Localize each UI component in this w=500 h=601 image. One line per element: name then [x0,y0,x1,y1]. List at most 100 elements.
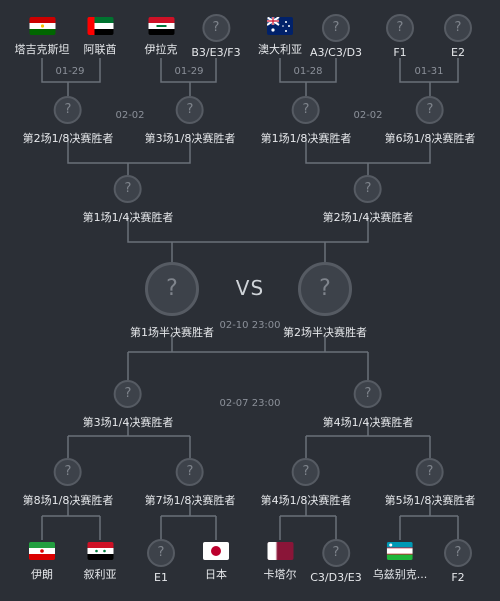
slot-label: 第1场1/4决赛胜者 [82,211,174,224]
final-date: 02-10 23:00 [219,320,281,331]
vs-label: VS [235,276,265,300]
qf-winner-slot[interactable]: ? 第1场1/4决赛胜者 [82,175,174,225]
slot-label: 第2场1/8决赛胜者 [22,132,114,145]
unknown-team-icon: ? [145,262,199,316]
unknown-team-icon: ? [322,14,350,42]
r16-winner-slot[interactable]: ? 第7场1/8决赛胜者 [144,458,236,508]
team-name: E1 [154,571,168,584]
team-slot[interactable]: ? E1 [147,539,175,584]
match-date: 02-07 23:00 [219,398,281,409]
unknown-team-icon: ? [353,175,382,203]
match-date: 01-31 [414,66,444,77]
team-name: A3/C3/D3 [309,46,363,59]
unknown-team-icon: ? [113,380,142,408]
slot-label: 第4场1/8决赛胜者 [260,494,352,507]
iraq-flag-icon [148,17,174,35]
slot-label: 第4场1/4决赛胜者 [322,416,414,429]
match-date: 01-29 [55,66,85,77]
team-name: 叙利亚 [83,568,117,581]
slot-label: 第5场1/8决赛胜者 [384,494,476,507]
match-date: 02-02 [115,110,145,121]
team-slot[interactable]: ? A3/C3/D3 [310,14,362,59]
unknown-team-icon: ? [53,458,82,486]
syria-flag-icon [87,542,113,560]
sf-winner-slot[interactable]: ? 第1场半决赛胜者 [130,262,214,340]
unknown-team-icon: ? [415,458,444,486]
team-slot[interactable]: 伊朗 [29,542,55,582]
team-name: 乌兹别克... [372,568,428,581]
unknown-team-icon: ? [386,14,414,42]
unknown-team-icon: ? [147,539,175,567]
unknown-team-icon: ? [113,175,142,203]
team-name: 伊朗 [31,568,53,581]
qf-winner-slot[interactable]: ? 第4场1/4决赛胜者 [322,380,414,430]
team-name: F1 [393,46,407,59]
match-date: 01-28 [293,66,323,77]
team-slot[interactable]: ? C3/D3/E3 [310,539,362,584]
team-slot[interactable]: ? E2 [444,14,472,59]
unknown-team-icon: ? [444,539,472,567]
team-slot[interactable]: 澳大利亚 [258,17,302,57]
team-slot[interactable]: 伊拉克 [145,17,178,57]
unknown-team-icon: ? [444,14,472,42]
team-name: B3/E3/F3 [191,46,241,59]
team-slot[interactable]: 叙利亚 [84,542,117,582]
team-name: E2 [451,46,465,59]
match-date: 01-29 [174,66,204,77]
team-name: C3/D3/E3 [310,571,362,584]
team-name: 卡塔尔 [263,568,297,581]
unknown-team-icon: ? [53,96,82,124]
team-name: F2 [451,571,465,584]
match-date: 02-02 [353,110,383,121]
uzbekistan-flag-icon [387,542,413,560]
unknown-team-icon: ? [175,96,204,124]
r16-winner-slot[interactable]: ? 第1场1/8决赛胜者 [260,96,352,146]
team-slot[interactable]: 卡塔尔 [264,542,297,582]
slot-label: 第2场1/4决赛胜者 [322,211,414,224]
team-slot[interactable]: 塔吉克斯坦 [15,17,70,57]
team-slot[interactable]: ? F1 [386,14,414,59]
r16-winner-slot[interactable]: ? 第6场1/8决赛胜者 [384,96,476,146]
team-name: 澳大利亚 [258,43,302,56]
unknown-team-icon: ? [321,539,350,567]
qf-winner-slot[interactable]: ? 第2场1/4决赛胜者 [322,175,414,225]
unknown-team-icon: ? [415,96,444,124]
unknown-team-icon: ? [291,458,320,486]
japan-flag-icon [203,542,229,560]
slot-label: 第1场1/8决赛胜者 [260,132,352,145]
qatar-flag-icon [267,542,293,560]
r16-winner-slot[interactable]: ? 第5场1/8决赛胜者 [384,458,476,508]
slot-label: 第1场半决赛胜者 [130,326,214,339]
r16-winner-slot[interactable]: ? 第8场1/8决赛胜者 [22,458,114,508]
team-slot[interactable]: 阿联酋 [84,17,117,57]
slot-label: 第7场1/8决赛胜者 [144,494,236,507]
team-slot[interactable]: ? B3/E3/F3 [191,14,241,59]
qf-winner-slot[interactable]: ? 第3场1/4决赛胜者 [82,380,174,430]
team-name: 伊拉克 [144,43,178,56]
sf-winner-slot[interactable]: ? 第2场半决赛胜者 [283,262,367,340]
slot-label: 第2场半决赛胜者 [283,326,367,339]
slot-label: 第6场1/8决赛胜者 [384,132,476,145]
team-name: 阿联酋 [83,43,117,56]
slot-label: 第3场1/4决赛胜者 [82,416,174,429]
slot-label: 第3场1/8决赛胜者 [144,132,236,145]
unknown-team-icon: ? [298,262,352,316]
iran-flag-icon [29,542,55,560]
unknown-team-icon: ? [353,380,382,408]
team-slot[interactable]: 乌兹别克... [372,542,428,582]
team-slot[interactable]: ? F2 [444,539,472,584]
tajikistan-flag-icon [29,17,55,35]
team-slot[interactable]: 日本 [203,542,229,582]
australia-flag-icon [267,17,293,35]
slot-label: 第8场1/8决赛胜者 [22,494,114,507]
team-name: 塔吉克斯坦 [14,43,70,56]
r16-winner-slot[interactable]: ? 第2场1/8决赛胜者 [22,96,114,146]
unknown-team-icon: ? [201,14,230,42]
unknown-team-icon: ? [175,458,204,486]
unknown-team-icon: ? [291,96,320,124]
uae-flag-icon [87,17,113,35]
r16-winner-slot[interactable]: ? 第3场1/8决赛胜者 [144,96,236,146]
r16-winner-slot[interactable]: ? 第4场1/8决赛胜者 [260,458,352,508]
team-name: 日本 [205,568,227,581]
